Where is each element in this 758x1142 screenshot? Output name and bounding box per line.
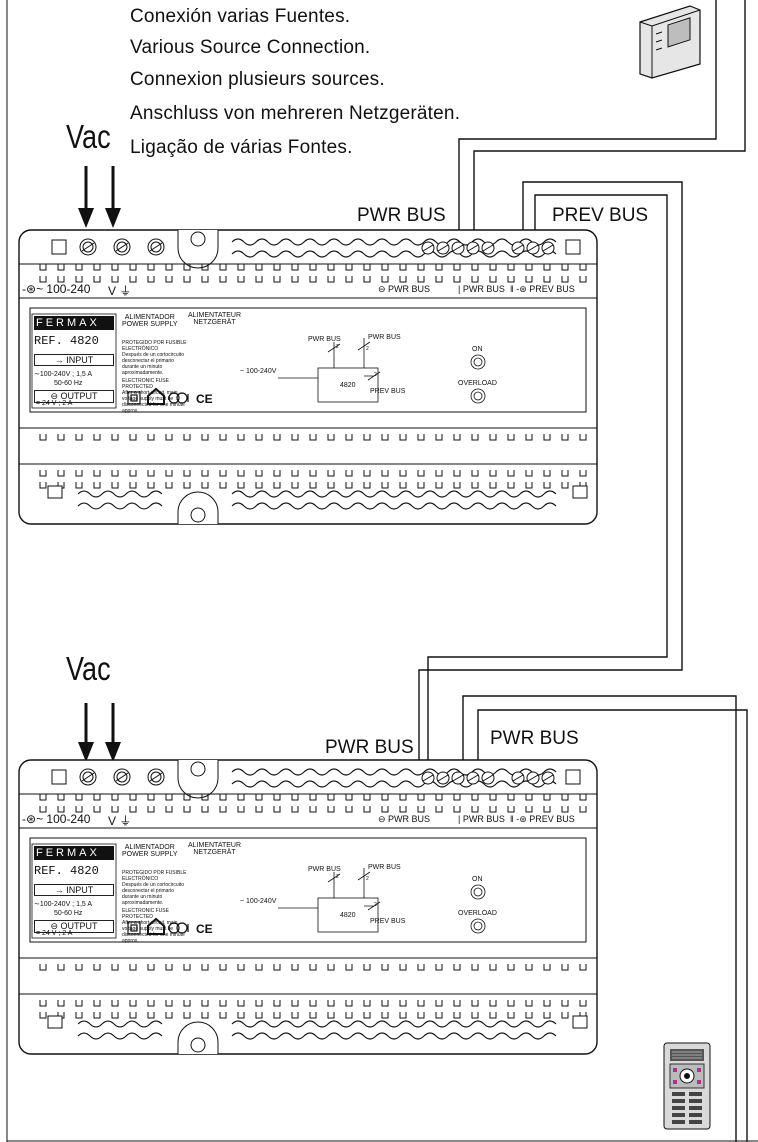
caption-de: Anschluss von mehreren Netzgeräten. xyxy=(130,103,461,124)
vac-label-top: Vac xyxy=(66,118,111,155)
strip-input-label: -⊛~ 100-240 xyxy=(22,282,91,296)
led-on-label: ON xyxy=(472,876,483,883)
caption-en: Various Source Connection. xyxy=(130,37,371,58)
input-label: → INPUT xyxy=(34,354,114,366)
bottom-pwr-bus-label-right: PWR BUS xyxy=(488,728,581,750)
led-on-label: ON xyxy=(472,346,483,353)
input-label: → INPUT xyxy=(34,884,114,896)
schematic-pwr-bus-1: PWR BUS xyxy=(308,866,341,873)
model-ref: REF. 4820 xyxy=(34,334,99,348)
output-spec: = 24 V ; 2 A xyxy=(36,930,73,937)
caption-es: Conexión varias Fuentes. xyxy=(130,6,351,27)
model-ref: REF. 4820 xyxy=(34,864,99,878)
led-overload-label: OVERLOAD xyxy=(458,380,497,387)
schematic-ac-input: ~ 100-240V xyxy=(240,368,277,375)
schematic-model: 4820 xyxy=(340,382,356,389)
wire-count-3: 2 xyxy=(374,372,377,378)
schematic-pwr-bus-2: PWR BUS xyxy=(368,864,401,871)
ce-mark: CE xyxy=(196,922,213,936)
caption-pt: Ligação de várias Fontes. xyxy=(130,137,353,158)
schematic-prev-bus: PREV BUS xyxy=(370,388,406,395)
door-panel-device xyxy=(663,1042,711,1130)
strip-input-label: -⊛~ 100-240 xyxy=(22,812,91,826)
pwr-bus-wires-top xyxy=(458,0,746,230)
strip-pwr-bus-2: | PWR BUS xyxy=(458,284,505,294)
psu-top-body xyxy=(18,229,598,525)
wire-count-1: 2 xyxy=(336,344,339,350)
caption-fr: Connexion plusieurs sources. xyxy=(130,69,385,90)
schematic-prev-bus: PREV BUS xyxy=(370,918,406,925)
schematic-pwr-bus-2: PWR BUS xyxy=(368,334,401,341)
strip-voltage-label: V ⏚ xyxy=(108,284,132,298)
monitor-device xyxy=(639,5,701,79)
top-prev-bus-label: PREV BUS xyxy=(548,205,653,227)
input-spec: ∼100-240V ; 1,5 A xyxy=(34,901,93,908)
brand-logo: FERMAX xyxy=(36,317,100,329)
strip-pwr-bus-2: | PWR BUS xyxy=(458,814,505,824)
strip-pwr-bus-1: ⊖ PWR BUS xyxy=(378,814,431,824)
bottom-pwr-bus-label-left: PWR BUS xyxy=(325,737,414,758)
pwr-bus-wires-bottom xyxy=(462,695,748,1142)
vac-label-bottom: Vac xyxy=(66,650,111,687)
schematic-ac-input: ~ 100-240V xyxy=(240,898,277,905)
vac-arrows-bottom xyxy=(78,703,121,762)
ce-mark: CE xyxy=(196,392,213,406)
strip-pwr-bus-1: ⊖ PWR BUS xyxy=(378,284,431,294)
power-supply-top: -⊛~ 100-240 V ⏚ ⊖ PWR BUS | PWR BUS ‖ -⊛… xyxy=(18,220,598,525)
frequency: 50-60 Hz xyxy=(54,910,83,917)
wire-count-2: 2 xyxy=(366,876,369,882)
wire-count-2: 2 xyxy=(366,346,369,352)
schematic-pwr-bus-1: PWR BUS xyxy=(308,336,341,343)
brand-logo: FERMAX xyxy=(36,847,100,859)
vac-arrows-top xyxy=(78,166,121,228)
power-supply-bottom: -⊛~ 100-240 V ⏚ ⊖ PWR BUS | PWR BUS ‖ -⊛… xyxy=(18,750,598,1055)
output-label: ⊖ OUTPUT xyxy=(34,920,114,933)
frequency: 50-60 Hz xyxy=(54,380,83,387)
top-pwr-bus-label: PWR BUS xyxy=(357,205,446,226)
input-spec: ∼100-240V ; 1,5 A xyxy=(34,371,93,378)
strip-prev-bus: ‖ -⊛ PREV BUS xyxy=(510,814,575,824)
strip-voltage-label: V ⏚ xyxy=(108,814,132,828)
wire-count-3: 2 xyxy=(374,902,377,908)
prev-bus-wires xyxy=(418,181,683,760)
output-label: ⊖ OUTPUT xyxy=(34,390,114,403)
output-spec: = 24 V ; 2 A xyxy=(36,400,73,407)
strip-prev-bus: ‖ -⊛ PREV BUS xyxy=(510,284,575,294)
wire-count-1: 2 xyxy=(336,874,339,880)
schematic-model: 4820 xyxy=(340,912,356,919)
led-overload-label: OVERLOAD xyxy=(458,910,497,917)
psu-bottom-body xyxy=(18,759,598,1055)
